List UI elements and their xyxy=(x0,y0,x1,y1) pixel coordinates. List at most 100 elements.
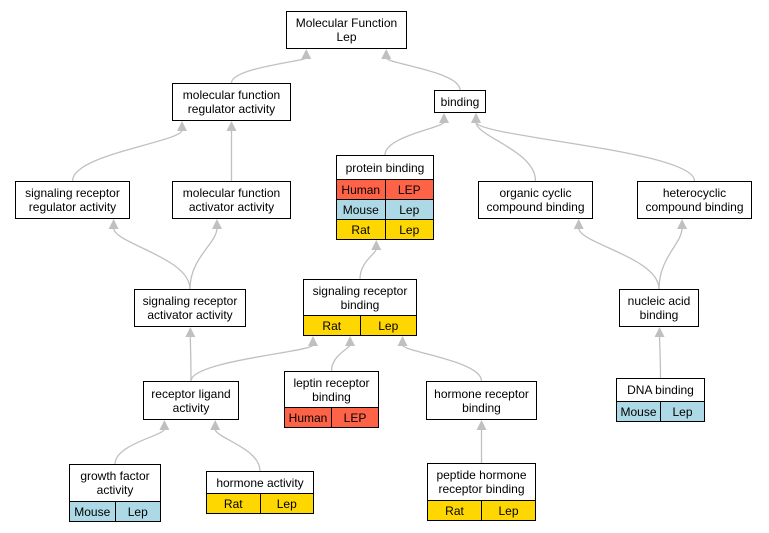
annotation-row: Rat Lep xyxy=(304,315,416,335)
node-title: growth factor activity xyxy=(80,469,150,497)
species-cell: Mouse xyxy=(74,504,111,519)
arrowhead-icon xyxy=(439,113,449,123)
arrowhead-icon xyxy=(573,219,584,229)
arrowhead-icon xyxy=(371,240,382,250)
edge-gfa-to-rla xyxy=(114,428,166,465)
node-title: peptide hormone receptor binding xyxy=(436,468,527,496)
edge-nab-to-hcb xyxy=(658,227,683,290)
gene-cell: Lep xyxy=(384,220,434,239)
node-title: binding xyxy=(440,94,480,109)
go-term-node-binding[interactable]: binding xyxy=(434,90,486,113)
species-cell: Mouse xyxy=(620,404,657,419)
annotation-row: Rat Lep xyxy=(428,500,535,520)
species-cell: Mouse xyxy=(342,202,379,217)
edge-srb-to-protbind xyxy=(359,248,377,280)
arrowhead-icon xyxy=(308,336,318,346)
go-term-node-nab[interactable]: nucleic acid binding xyxy=(619,289,699,327)
node-title: molecular function activator activity xyxy=(182,186,281,214)
gene-cell: Lep xyxy=(359,316,417,335)
annotation-row: Rat Lep xyxy=(207,493,313,513)
arrowhead-icon xyxy=(210,420,221,430)
node-title: heterocyclic compound binding xyxy=(645,186,744,214)
go-term-node-rla[interactable]: receptor ligand activity xyxy=(143,381,239,420)
node-title: hormone activity xyxy=(216,475,304,490)
edge-sraa-to-srra xyxy=(112,227,191,290)
node-title: protein binding xyxy=(345,160,425,175)
arrowhead-icon xyxy=(108,219,119,229)
arrowhead-icon xyxy=(471,113,481,123)
edge-srra-to-mfra xyxy=(71,129,183,182)
species-cell: Rat xyxy=(322,318,342,333)
edge-occb-to-binding xyxy=(475,121,537,182)
arrowhead-icon xyxy=(677,219,688,229)
gene-cell: Lep xyxy=(660,402,704,421)
edge-rla-to-sraa xyxy=(189,335,192,382)
edge-hcb-to-binding xyxy=(475,121,696,182)
node-title: signaling receptor binding xyxy=(312,283,408,312)
arrowhead-icon xyxy=(345,336,356,346)
species-cell: Rat xyxy=(223,496,243,511)
node-title: DNA binding xyxy=(627,383,694,397)
go-term-node-srra[interactable]: signaling receptor regulator activity xyxy=(15,181,130,219)
arrowhead-icon xyxy=(397,336,408,346)
edge-nab-to-occb xyxy=(578,227,660,290)
gene-cell: Lep xyxy=(384,200,434,219)
species-cell: Human xyxy=(288,410,328,425)
annotation-row: Mouse Lep xyxy=(337,199,433,219)
edge-hrb-to-srb xyxy=(401,344,483,382)
node-title: nucleic acid binding xyxy=(627,294,691,322)
node-title: receptor ligand activity xyxy=(151,386,231,415)
go-term-node-hrb[interactable]: hormone receptor binding xyxy=(426,381,537,420)
gene-cell: LEP xyxy=(331,408,378,427)
edge-ha-to-rla xyxy=(214,428,261,472)
arrowhead-icon xyxy=(654,327,665,337)
node-title: signaling receptor regulator activity xyxy=(25,186,120,214)
node-title: organic cyclic compound binding xyxy=(486,186,585,214)
arrowhead-icon xyxy=(301,49,312,59)
gene-cell: Lep xyxy=(481,501,535,520)
edge-protbind-to-binding xyxy=(384,121,445,156)
go-term-node-hcb[interactable]: heterocyclic compound binding xyxy=(637,181,752,219)
node-title: hormone receptor binding xyxy=(434,386,529,415)
edge-lrb-to-srb xyxy=(330,344,351,372)
species-cell: Rat xyxy=(351,222,371,237)
gene-cell: Lep xyxy=(114,502,161,521)
node-title: Molecular Function Lep xyxy=(295,16,398,44)
node-title: leptin receptor binding xyxy=(293,375,370,404)
go-term-node-occb[interactable]: organic cyclic compound binding xyxy=(478,181,593,219)
arrowhead-icon xyxy=(185,327,196,337)
edge-rla-to-srb xyxy=(190,344,314,382)
go-term-node-sraa[interactable]: signaling receptor activator activity xyxy=(134,289,246,327)
edge-dnab-to-nab xyxy=(658,335,662,379)
gene-cell: LEP xyxy=(384,180,434,199)
edge-mfra-to-root xyxy=(230,57,307,84)
go-term-node-root[interactable]: Molecular Function Lep xyxy=(286,11,407,49)
arrowhead-icon xyxy=(381,49,392,59)
edge-binding-to-root xyxy=(385,57,461,91)
species-cell: Rat xyxy=(445,503,464,518)
node-title: signaling receptor activator activity xyxy=(142,294,238,322)
go-term-node-mfra[interactable]: molecular function regulator activity xyxy=(172,83,291,121)
gene-cell: Lep xyxy=(259,494,314,513)
arrowhead-icon xyxy=(159,420,170,430)
arrowhead-icon xyxy=(211,219,222,229)
arrowhead-icon xyxy=(177,121,187,131)
go-term-node-mfaa[interactable]: molecular function activator activity xyxy=(172,181,291,219)
arrowhead-icon xyxy=(226,121,237,131)
annotation-row: Rat Lep xyxy=(337,219,433,239)
species-cell: Human xyxy=(341,182,381,197)
arrowhead-icon xyxy=(476,420,487,430)
